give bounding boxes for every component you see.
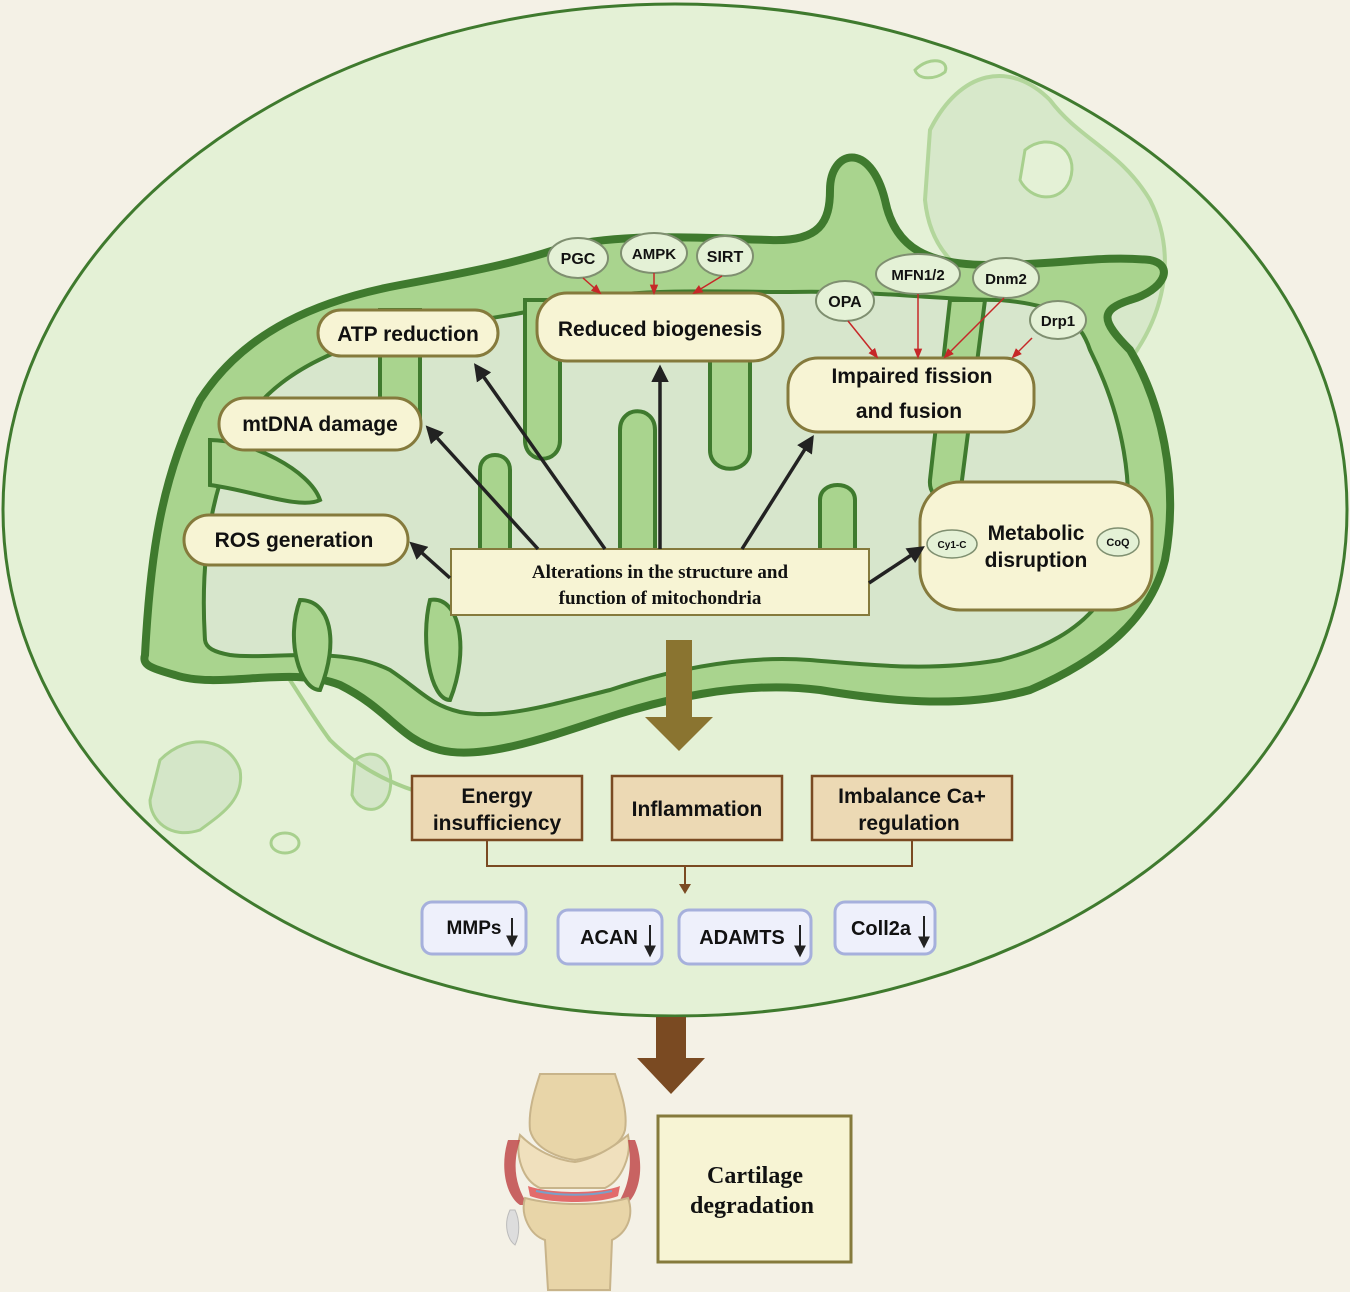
ros-generation-label: ROS generation (215, 529, 374, 552)
femur-condyle (517, 1133, 630, 1189)
mtdna-damage-label: mtDNA damage (242, 413, 398, 436)
drp1-arrow (1011, 337, 1033, 359)
crista-9 (291, 597, 333, 693)
pgc-node (547, 237, 609, 279)
faded-blob (913, 59, 948, 80)
crista-4 (618, 409, 657, 562)
coq-node (1096, 527, 1140, 557)
drp1-node (1029, 300, 1087, 340)
crista-5 (478, 453, 512, 562)
femur-shaft (528, 1073, 627, 1162)
marker-acan-label: ACAN (580, 927, 638, 949)
consequence-connector (486, 840, 913, 894)
marker-coll2a-label: Coll2a (851, 918, 912, 940)
arrow-to-mtdna (425, 425, 540, 551)
down-arrow-brown (637, 1017, 705, 1094)
drp1-label: Drp1 (1041, 313, 1075, 330)
central-alterations-box: Alterations in the structure and functio… (450, 548, 870, 616)
coq-label: CoQ (1106, 537, 1130, 549)
tibia (522, 1196, 632, 1291)
faded-blob-left3 (269, 831, 301, 855)
crista-6 (818, 483, 857, 562)
atp-reduction-box: ATP reduction (316, 308, 500, 358)
impaired-fission-box: Impaired fission and fusion (786, 356, 1036, 434)
metabolic-disruption-label-2: disruption (985, 549, 1088, 572)
central-label-1: Alterations in the structure and (532, 562, 789, 583)
energy-label-2: insufficiency (433, 812, 562, 835)
dnm2-node (972, 257, 1040, 299)
metabolic-disruption-label-1: Metabolic (988, 522, 1085, 545)
marker-coll2a: Coll2a (833, 900, 937, 956)
effect-arrows (409, 363, 925, 585)
inflammation-label: Inflammation (632, 798, 763, 821)
arrow-to-metabolic (868, 546, 925, 585)
marker-acan: ACAN (556, 908, 664, 966)
synovium-right (617, 1140, 641, 1205)
dnm2-label: Dnm2 (985, 271, 1027, 288)
impaired-fission-label-2: and fusion (856, 400, 962, 423)
marker-mmps: MMPs (420, 900, 528, 956)
sirt-arrow (692, 275, 723, 295)
faded-blob-left (148, 740, 243, 835)
knee-joint-illustration (504, 1073, 641, 1291)
marker-adamts-label: ADAMTS (699, 927, 785, 949)
sirt-node (696, 235, 754, 277)
sirt-label: SIRT (707, 249, 744, 266)
faded-crista (1018, 140, 1074, 199)
arrow-to-fission (740, 435, 814, 550)
metabolic-disruption-box: Metabolic disruption Cy1-C CoQ (918, 480, 1154, 612)
calcium-label-1: Imbalance Ca+ (838, 785, 986, 808)
synovium-left (504, 1140, 528, 1205)
down-arrow-olive (645, 640, 713, 751)
pgc-arrow (582, 277, 602, 295)
joint-space (535, 1190, 613, 1196)
cy1c-node (926, 529, 978, 559)
calcium-imbalance-box: Imbalance Ca+ regulation (810, 774, 1014, 842)
arrow-to-ros (409, 541, 452, 580)
faded-blob-left2 (350, 752, 393, 811)
calcium-label-2: regulation (858, 812, 960, 835)
atp-reduction-label: ATP reduction (337, 323, 479, 346)
energy-insufficiency-box: Energy insufficiency (410, 774, 584, 842)
mfn-label: MFN1/2 (891, 267, 944, 284)
impaired-fission-label-1: Impaired fission (831, 365, 992, 388)
fission-regulators: OPA MFN1/2 Dnm2 Drp1 (815, 253, 1087, 360)
inflammation-box: Inflammation (610, 774, 784, 842)
opa-node (815, 280, 875, 322)
reduced-biogenesis-label: Reduced biogenesis (558, 318, 762, 341)
opa-label: OPA (828, 294, 862, 311)
energy-label-1: Energy (461, 785, 533, 808)
cartilage-label-1: Cartilage (707, 1163, 803, 1189)
central-label-2: function of mitochondria (559, 588, 762, 609)
mtdna-damage-box: mtDNA damage (217, 396, 423, 452)
cartilage-degradation-box: Cartilage degradation (656, 1114, 853, 1264)
arrow-to-atp (473, 363, 607, 551)
opa-arrow (847, 320, 879, 359)
pgc-label: PGC (561, 251, 596, 268)
connector-arrowhead (679, 884, 691, 894)
cartilage-label-2: degradation (690, 1193, 814, 1219)
fibula-head (506, 1209, 520, 1246)
marker-adamts: ADAMTS (677, 908, 813, 966)
reduced-biogenesis-box: Reduced biogenesis (535, 291, 785, 363)
biogenesis-regulators: PGC AMPK SIRT (547, 232, 754, 296)
cy1c-label: Cy1-C (938, 540, 967, 551)
ros-generation-box: ROS generation (182, 513, 410, 567)
ampk-label: AMPK (632, 246, 676, 263)
marker-mmps-label: MMPs (447, 918, 502, 939)
dnm2-arrow (943, 297, 1005, 359)
